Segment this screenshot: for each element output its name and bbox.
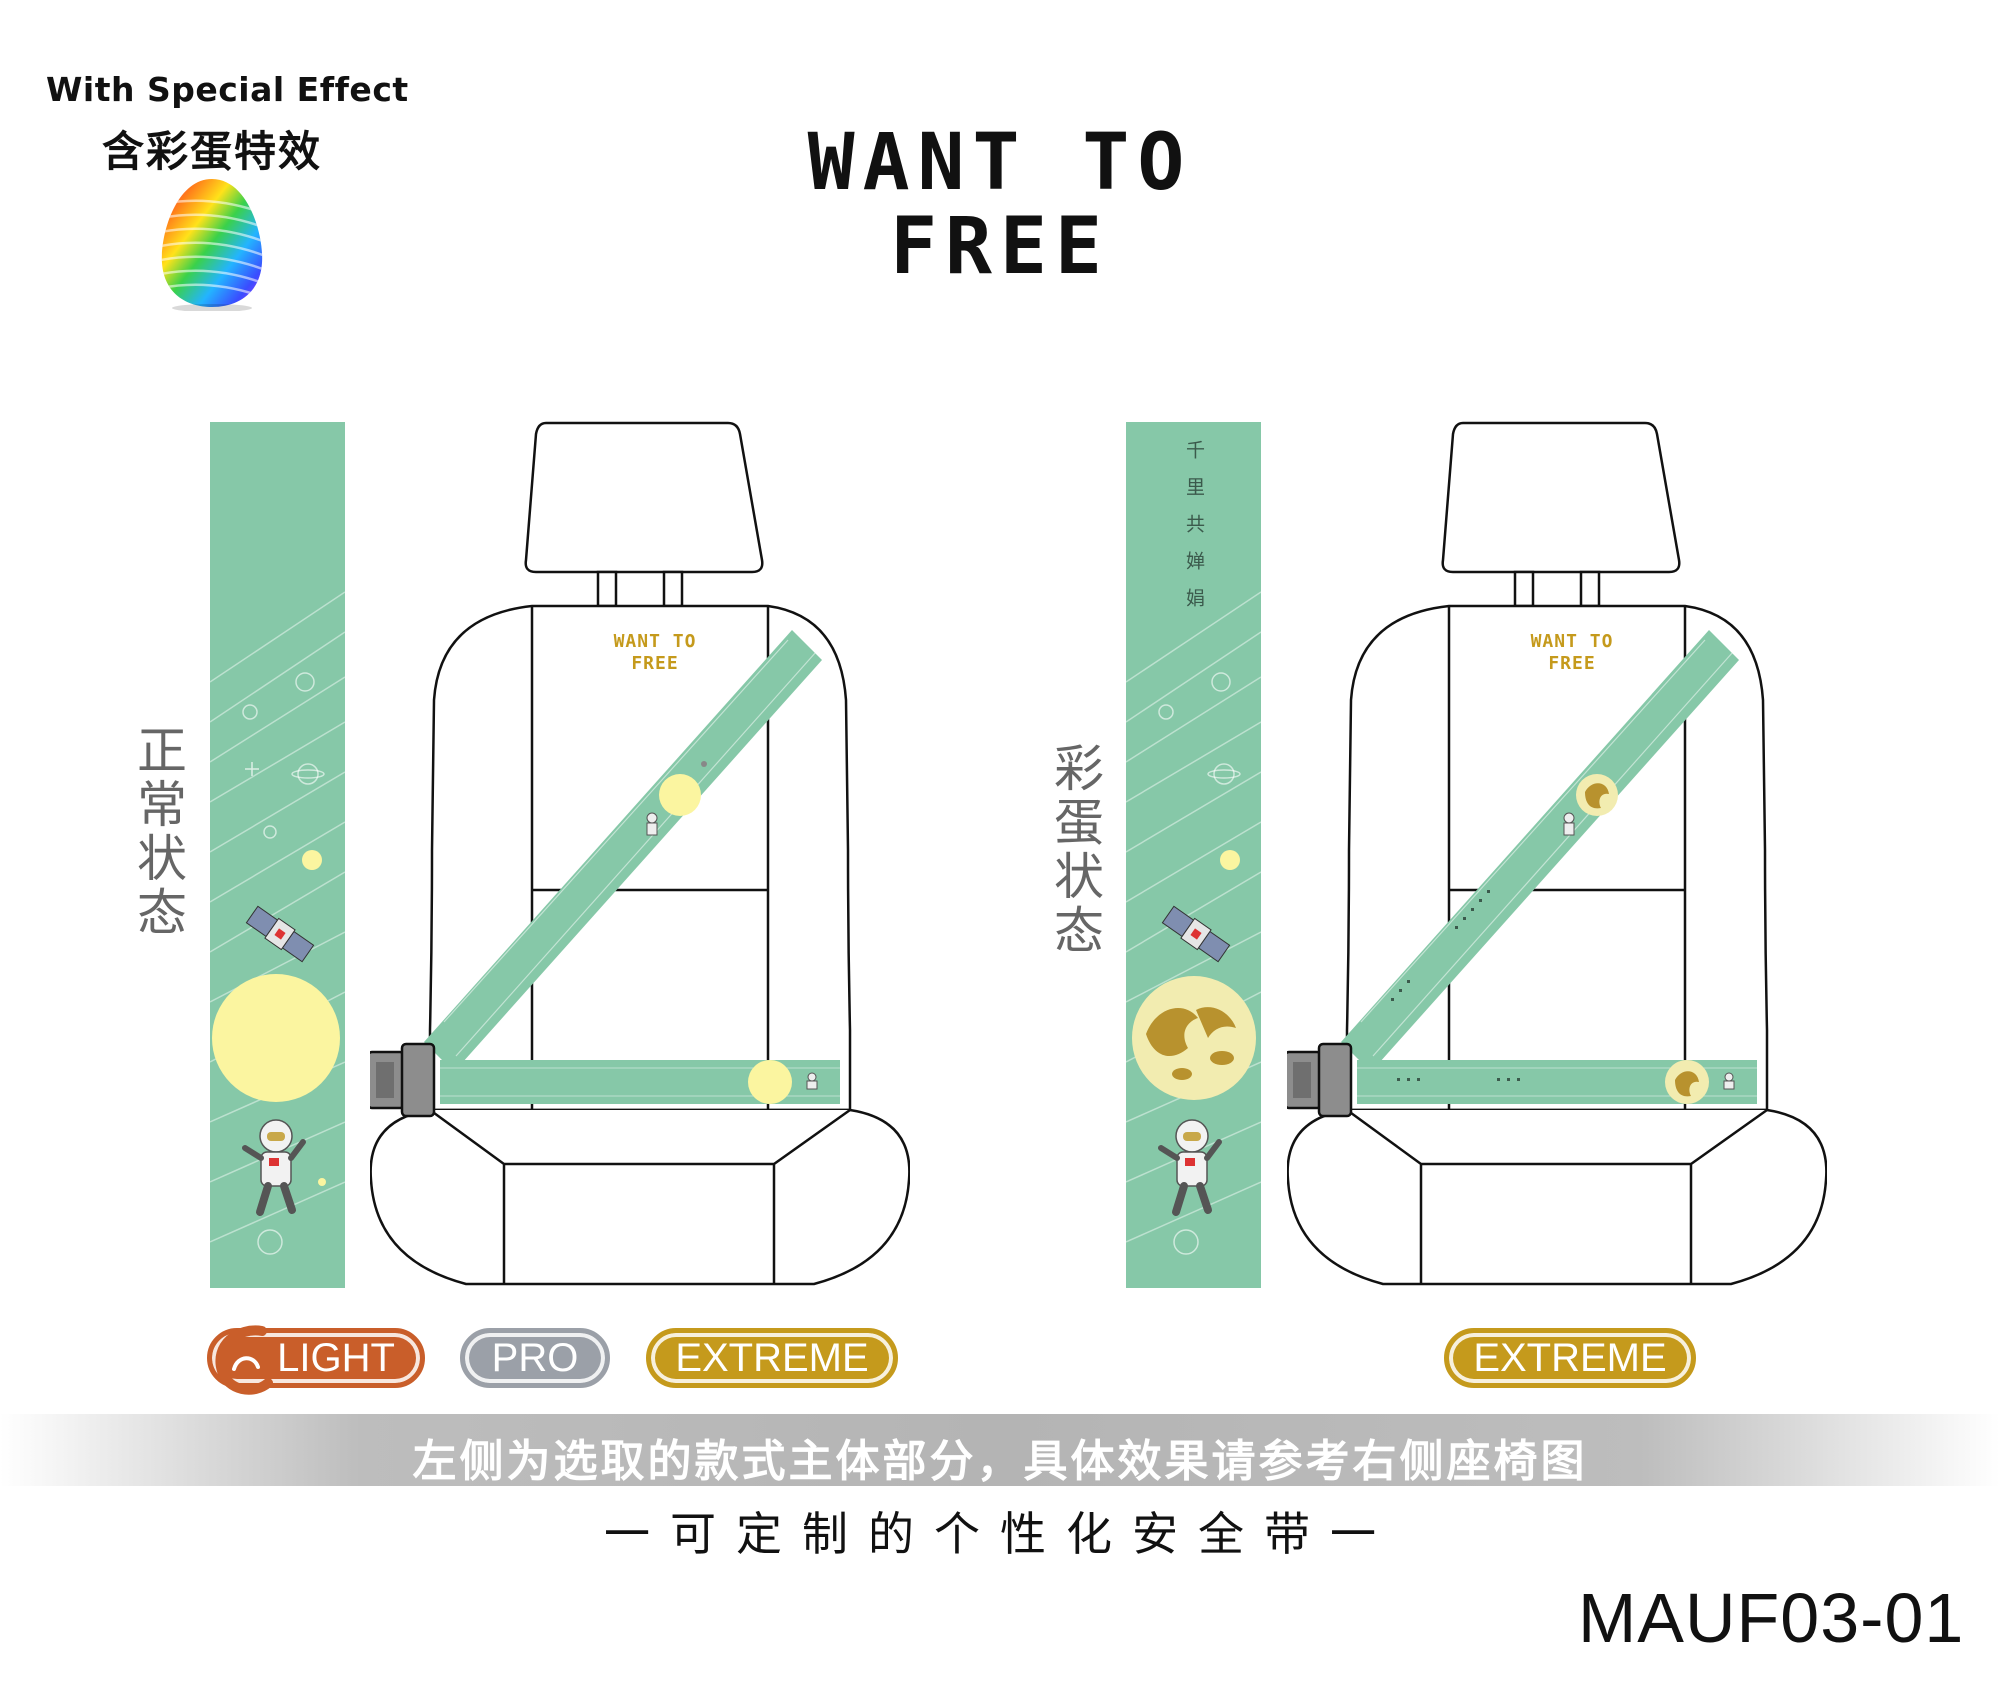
brand-line-1: WANT TO <box>807 118 1193 208</box>
tier-extreme-label: EXTREME <box>675 1335 869 1380</box>
seat-diagram-special <box>1287 421 1827 1286</box>
light-swirl-icon <box>215 1325 273 1395</box>
model-code: MAUF03-01 <box>1578 1579 1965 1657</box>
tier-pro-label: PRO <box>491 1335 579 1380</box>
tier-extreme-label-right: EXTREME <box>1473 1335 1667 1380</box>
brand-logo: WANT TO FREE <box>800 124 1200 286</box>
seat-diagram-normal <box>370 421 910 1286</box>
tier-light-badge[interactable]: LIGHT <box>207 1325 425 1395</box>
tier-pro-badge[interactable]: PRO <box>460 1328 610 1388</box>
seat-logo-normal: WANT TO FREE <box>590 631 720 675</box>
seat-logo-line-1: WANT TO <box>1530 631 1614 652</box>
strip-special-poem: 千里共婵娟 <box>1183 440 1205 625</box>
seat-logo-line-1: WANT TO <box>613 631 697 652</box>
tier-extreme-badge[interactable]: EXTREME <box>646 1328 898 1388</box>
special-state-label: 彩蛋状态 <box>1046 742 1104 958</box>
rainbow-egg-icon <box>161 179 263 311</box>
tagline: 一可定制的个性化安全带一 <box>604 1507 1396 1561</box>
normal-state-label: 正常状态 <box>129 724 187 940</box>
strip-special-art <box>1126 591 1261 1255</box>
note-text: 左侧为选取的款式主体部分，具体效果请参考右侧座椅图 <box>412 1436 1588 1487</box>
special-effect-title-cn: 含彩蛋特效 <box>102 127 323 176</box>
belt-strip-normal <box>210 422 345 1288</box>
note-banner <box>0 1414 2000 1486</box>
tier-light-label: LIGHT <box>277 1335 395 1380</box>
seat-logo-special: WANT TO FREE <box>1507 631 1637 675</box>
brand-line-2: FREE <box>890 202 1110 292</box>
seat-logo-line-2: FREE <box>1548 653 1596 674</box>
belt-strip-special: 千里共婵娟 <box>1126 422 1261 1288</box>
seat-logo-line-2: FREE <box>631 653 679 674</box>
special-effect-title-en: With Special Effect <box>46 70 409 109</box>
tier-extreme-badge-right[interactable]: EXTREME <box>1444 1328 1696 1388</box>
